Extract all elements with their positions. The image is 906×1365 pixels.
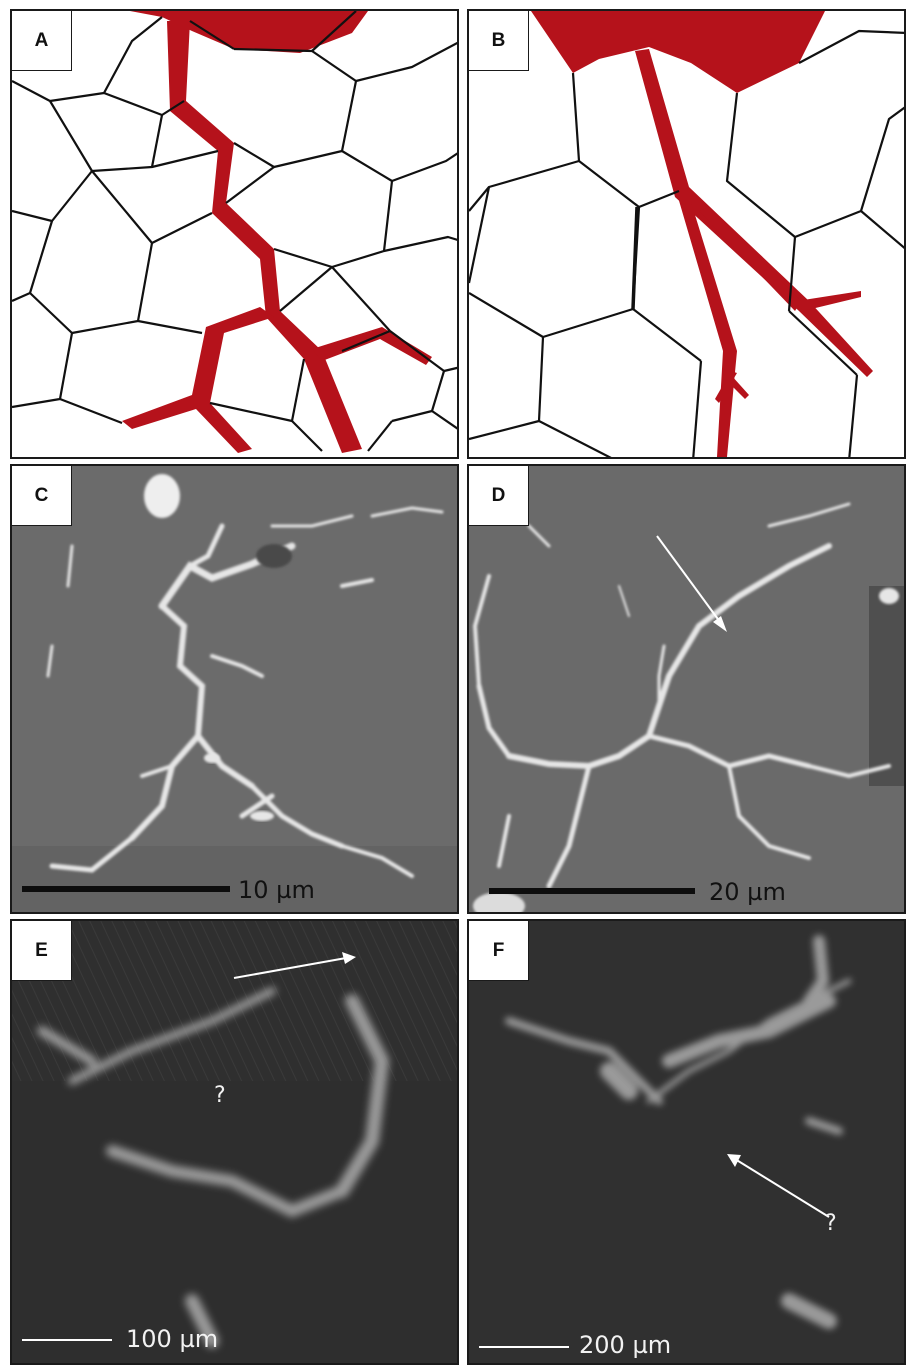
melt-channel-transgranular bbox=[635, 49, 873, 457]
panel-label-f: F bbox=[469, 921, 529, 981]
melt-pool bbox=[531, 11, 825, 93]
annotation-e: ? bbox=[214, 1083, 226, 1108]
panel-a-diagram bbox=[12, 11, 457, 457]
melt-channel-intergranular bbox=[167, 21, 362, 453]
panel-e: E ? 100 µm bbox=[10, 919, 459, 1365]
arrow-d-shaft bbox=[656, 535, 724, 627]
arrow-f-head bbox=[727, 1154, 741, 1167]
arrow-e-head bbox=[342, 952, 356, 964]
panel-d: D 20 µm bbox=[467, 464, 906, 914]
grain-boundaries bbox=[12, 11, 457, 452]
panel-e-tomograph bbox=[12, 921, 457, 1363]
panel-label-d: D bbox=[469, 466, 529, 526]
grain-boundaries bbox=[469, 29, 904, 457]
annotation-f: ? bbox=[825, 1211, 837, 1236]
melt-channel-branch bbox=[122, 307, 274, 453]
panel-a: A bbox=[10, 9, 459, 459]
panel-label-e: E bbox=[12, 921, 72, 981]
melt-network bbox=[472, 502, 891, 889]
melt-features bbox=[505, 935, 852, 1329]
panel-label-b: B bbox=[469, 11, 529, 71]
melt-features bbox=[37, 987, 390, 1348]
panel-c-micrograph bbox=[12, 466, 457, 912]
panel-c: C 10 µm bbox=[10, 464, 459, 914]
scale-label-d: 20 µm bbox=[709, 878, 786, 906]
scale-label-c: 10 µm bbox=[238, 876, 315, 904]
scale-label-e: 100 µm bbox=[126, 1325, 219, 1353]
panel-label-c: C bbox=[12, 466, 72, 526]
panel-label-a: A bbox=[12, 11, 72, 71]
melt-channel-right bbox=[312, 327, 432, 365]
panel-b: B bbox=[467, 9, 906, 459]
panel-f: F ? 200 µm bbox=[467, 919, 906, 1365]
scale-label-f: 200 µm bbox=[579, 1331, 672, 1359]
panel-f-tomograph bbox=[469, 921, 904, 1363]
arrow-e-shaft bbox=[233, 957, 347, 979]
panel-b-diagram bbox=[469, 11, 904, 457]
arrow-f-shaft bbox=[734, 1158, 830, 1218]
arrow-d-head bbox=[713, 616, 727, 632]
panel-d-micrograph bbox=[469, 466, 904, 912]
